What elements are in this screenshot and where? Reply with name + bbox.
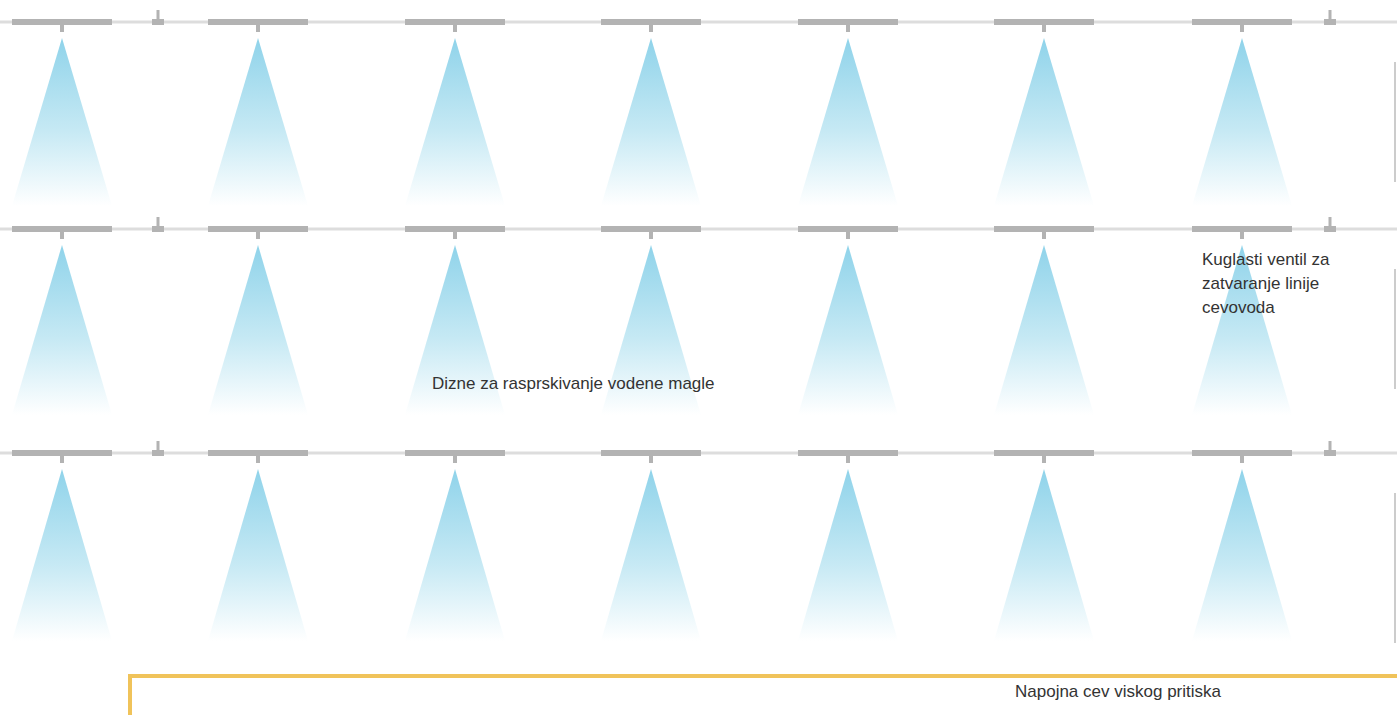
spray-cone [208,469,308,641]
spray-cone [1192,469,1292,641]
nozzle-bar [12,226,112,232]
valve-stem [157,217,160,227]
riser-pipe [1394,269,1396,389]
pipe-row [0,217,1397,415]
spray-cone [994,38,1094,206]
nozzle-tip [60,232,64,239]
spray-cone [208,38,308,206]
nozzle-tip [453,456,457,463]
spray-cone [798,38,898,206]
nozzle-tip [60,25,64,32]
nozzle-tip [1042,456,1046,463]
nozzle-bar [208,226,308,232]
nozzle-bar [994,19,1094,25]
valve-stem [157,10,160,20]
valve-label: Kuglasti ventil za zatvaranje linije cev… [1202,248,1332,320]
valve-stem [1329,10,1332,20]
spray-cone [12,469,112,641]
spray-cone [208,245,308,415]
nozzle-bar [798,450,898,456]
nozzle-bar [12,450,112,456]
nozzle-bar [1192,226,1292,232]
nozzle-bar [798,19,898,25]
spray-cone [12,245,112,415]
nozzle-tip [1042,232,1046,239]
nozzle-bar [208,450,308,456]
nozzle-bar [405,226,505,232]
nozzle-bar [405,19,505,25]
nozzle-tip [846,25,850,32]
nozzle-tip [1240,232,1244,239]
spray-cone [405,38,505,206]
spray-cone [405,469,505,641]
nozzle-tip [1042,25,1046,32]
nozzle-tip [1240,456,1244,463]
spray-cone [1192,245,1292,415]
nozzle-bar [12,19,112,25]
riser-pipe [1394,493,1396,643]
riser-pipe [1394,62,1396,182]
supply-pipe [130,676,1397,715]
nozzle-tip [256,25,260,32]
nozzle-tip [649,456,653,463]
nozzle-tip [1240,25,1244,32]
spray-cone [1192,38,1292,206]
nozzle-label: Dizne za rasprskivanje vodene magle [432,372,715,396]
spray-cone [798,245,898,415]
nozzle-bar [1192,19,1292,25]
spray-cone [601,38,701,206]
nozzle-tip [453,232,457,239]
pipe-row [0,441,1397,643]
spray-cone [798,469,898,641]
pipe-row [0,10,1397,206]
valve-stem [1329,217,1332,227]
valve-stem [157,441,160,451]
valve-stem [1329,441,1332,451]
nozzle-bar [601,226,701,232]
nozzle-bar [994,226,1094,232]
spray-cone [994,245,1094,415]
nozzle-tip [256,232,260,239]
nozzle-tip [453,25,457,32]
pipe-label: Napojna cev viskog pritiska [1015,680,1221,704]
nozzle-tip [846,456,850,463]
nozzle-bar [798,226,898,232]
nozzle-bar [405,450,505,456]
nozzle-tip [649,25,653,32]
spray-cone [601,469,701,641]
nozzle-tip [256,456,260,463]
nozzle-bar [208,19,308,25]
nozzle-bar [1192,450,1292,456]
nozzle-bar [601,450,701,456]
nozzle-tip [846,232,850,239]
nozzle-bar [994,450,1094,456]
spray-cone [12,38,112,206]
nozzle-tip [60,456,64,463]
nozzle-tip [649,232,653,239]
spray-cone [994,469,1094,641]
nozzle-bar [601,19,701,25]
